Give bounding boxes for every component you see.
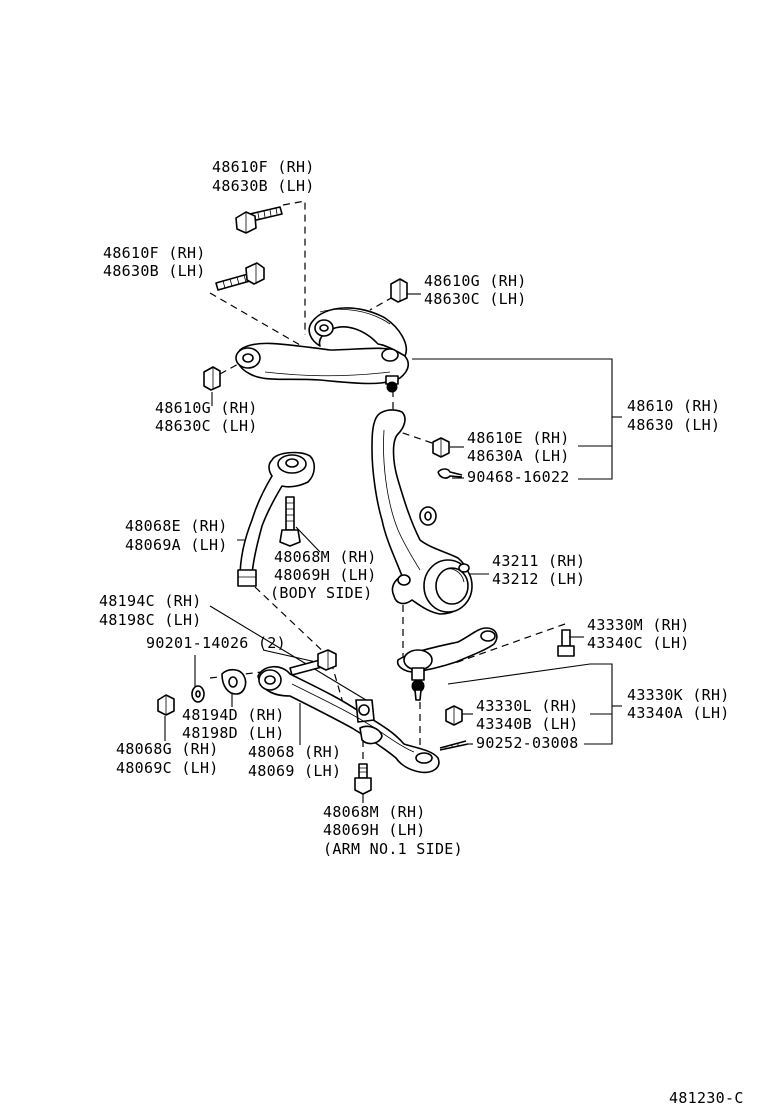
ball-joint-bolt-nut (557, 629, 575, 657)
label-line: 48630B (LH) (103, 262, 206, 280)
label-line: 48069H (LH) (274, 566, 377, 584)
label-line: 48069H (LH) (323, 821, 426, 839)
assembly-line (282, 200, 306, 335)
label-line: 43340B (LH) (476, 715, 579, 733)
label-line: 48069C (LH) (116, 759, 219, 777)
strut-rod (237, 451, 316, 587)
label-ball-joint-castle: 43330L (RH) 43340B (LH) (476, 697, 579, 733)
label-line: (BODY SIDE) (270, 584, 373, 602)
label-line: 43330M (RH) (587, 616, 690, 634)
label-bush-cushion: 48194C (RH) 48198C (LH) (99, 592, 202, 629)
label-line: 48068M (RH) (274, 548, 377, 566)
label-line: 43340A (LH) (627, 704, 730, 722)
assembly-line (454, 623, 566, 664)
lower-ball-joint (396, 627, 498, 701)
bush-retainer (221, 668, 247, 695)
label-lower-arm: 48068 (RH) 48069 (LH) (248, 743, 341, 780)
label-lower-nut: 48068G (RH) 48069C (LH) (116, 740, 219, 777)
leader-line (447, 663, 613, 745)
label-line: 48194C (RH) (99, 592, 202, 610)
label-line: 48630C (LH) (155, 417, 258, 435)
upper-control-arm (235, 307, 410, 393)
assembly-line (399, 431, 433, 444)
label-ball-joint-nut: 43330M (RH) 43340C (LH) (587, 616, 690, 652)
upper-arm-bush-right (390, 278, 408, 303)
label-line: 48610F (RH) (103, 244, 206, 262)
lower-control-arm (257, 665, 440, 774)
label-upper-bolt-left: 48610F (RH) 48630B (LH) (103, 244, 206, 280)
leader-lines (164, 293, 622, 803)
upper-arm-bush-left (203, 366, 221, 391)
label-line: 48630A (LH) (467, 447, 570, 465)
label-line: 48069 (LH) (248, 762, 341, 780)
label-line: 48068E (RH) (125, 517, 228, 535)
bolt-pair-washer (191, 685, 205, 703)
leader-line (412, 358, 613, 480)
label-line: 43330K (RH) (627, 686, 730, 704)
label-upper-bush-right: 48610G (RH) 48630C (LH) (424, 272, 527, 308)
label-upper-arm-assy: 48610 (RH) 48630 (LH) (627, 397, 720, 434)
label-line: (ARM NO.1 SIDE) (323, 840, 463, 858)
label-line: 43212 (LH) (492, 570, 585, 588)
label-line: 43211 (RH) (492, 552, 585, 570)
label-line: 48068 (RH) (248, 743, 341, 761)
assembly-line (369, 296, 394, 311)
label-line: 48610 (RH) (627, 397, 720, 415)
label-line: 48198C (LH) (99, 611, 202, 629)
label-strut-bolt: 48068M (RH) 48069H (LH) (BODY SIDE) (270, 548, 377, 602)
label-line: 48630 (LH) (627, 416, 720, 434)
ball-joint-cotter-pin (439, 740, 469, 751)
ball-joint-castle-nut (445, 705, 463, 726)
upper-cotter-pin (437, 468, 463, 479)
label-line: 43330L (RH) (476, 697, 579, 715)
assembly-line (219, 361, 243, 375)
figure-code: 481230-C (669, 1089, 744, 1107)
upper-arm-bolt-left (215, 262, 265, 291)
label-line: 48194D (RH) (182, 706, 285, 724)
strut-bolt-body-side (279, 496, 301, 547)
label-line: 48630B (LH) (212, 177, 315, 195)
assembly-line (209, 292, 301, 346)
label-upper-bolt-top: 48610F (RH) 48630B (LH) (212, 158, 315, 195)
label-ball-joint-pin: 90252-03008 (476, 734, 579, 752)
bolt-pair-bolt (289, 649, 337, 676)
leader-line (209, 605, 367, 701)
steering-knuckle (371, 409, 473, 615)
label-line: 48610G (RH) (155, 399, 258, 417)
label-line: 48610G (RH) (424, 272, 527, 290)
label-line: 48610F (RH) (212, 158, 315, 176)
label-line: 48068G (RH) (116, 740, 219, 758)
leader-line (295, 526, 321, 553)
label-upper-pin: 90468-16022 (467, 468, 570, 486)
label-line: 48610E (RH) (467, 429, 570, 447)
leader-line (262, 649, 317, 663)
label-line: 48198D (LH) (182, 724, 285, 742)
label-line: 48630C (LH) (424, 290, 527, 308)
label-line: 43340C (LH) (587, 634, 690, 652)
label-upper-nut: 48610E (RH) 48630A (LH) (467, 429, 570, 465)
label-bush-retainer: 48194D (RH) 48198D (LH) (182, 706, 285, 742)
upper-arm-bolt-top (235, 206, 283, 234)
lower-arm-bolt (354, 763, 372, 795)
label-upper-bush-left: 48610G (RH) 48630C (LH) (155, 399, 258, 435)
label-strut-rod: 48068E (RH) 48069A (LH) (125, 517, 228, 554)
lower-arm-nut (157, 694, 175, 716)
label-knuckle: 43211 (RH) 43212 (LH) (492, 552, 585, 588)
label-ball-joint-assy: 43330K (RH) 43340A (LH) (627, 686, 730, 722)
label-line: 48068M (RH) (323, 803, 426, 821)
label-lower-bolt: 48068M (RH) 48069H (LH) (ARM NO.1 SIDE) (323, 803, 463, 858)
upper-castle-nut (432, 437, 450, 458)
label-bolt-pair: 90201-14026 (2) (146, 634, 286, 652)
label-line: 48069A (LH) (125, 536, 228, 554)
